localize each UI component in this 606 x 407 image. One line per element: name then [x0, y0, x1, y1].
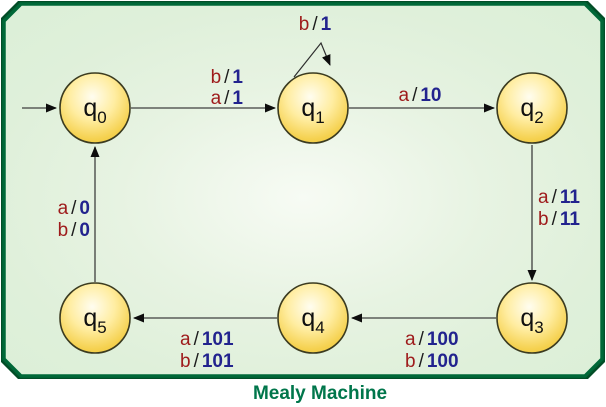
- state-q1-circle: [277, 72, 349, 144]
- output-symbol: 101: [202, 329, 234, 350]
- transition-q5-q0-label-1: a/0: [58, 198, 90, 219]
- transition-q4-q5-label-1: a/101: [180, 329, 234, 350]
- separator: /: [71, 198, 77, 219]
- separator: /: [312, 14, 318, 35]
- input-symbol: a: [211, 88, 222, 109]
- diagram-title: Mealy Machine: [253, 383, 387, 404]
- state-q0-label: q0: [83, 94, 106, 127]
- output-symbol: 0: [79, 220, 90, 241]
- separator: /: [552, 209, 558, 230]
- transition-q1-q2-label: a/10: [399, 85, 442, 106]
- input-symbol: a: [399, 85, 410, 106]
- transition-q4-q5-label-2: b/101: [180, 351, 234, 372]
- separator: /: [71, 220, 77, 241]
- state-q2-label: q2: [520, 94, 543, 127]
- output-symbol: 1: [232, 67, 243, 88]
- output-symbol: 11: [560, 209, 581, 230]
- state-q4: q4: [277, 282, 349, 354]
- separator: /: [552, 187, 558, 208]
- transition-q1-self-label: b/1: [299, 14, 332, 35]
- output-symbol: 1: [321, 14, 332, 35]
- state-q3: q3: [496, 282, 568, 354]
- state-q5: q5: [59, 282, 131, 354]
- transition-q3-q4-label-1: a/100: [405, 329, 459, 350]
- transition-q1-self-loop: [293, 41, 331, 78]
- transition-q2-q3-label-1: a/11: [538, 187, 580, 208]
- output-symbol: 100: [427, 351, 459, 372]
- input-symbol: b: [405, 351, 416, 372]
- input-symbol: b: [180, 351, 191, 372]
- input-symbol: a: [180, 329, 191, 350]
- separator: /: [194, 329, 200, 350]
- state-q3-label: q3: [520, 304, 543, 337]
- state-q0: q0: [59, 72, 131, 144]
- separator: /: [194, 351, 200, 372]
- input-symbol: a: [58, 198, 69, 219]
- input-symbol: a: [405, 329, 416, 350]
- transition-q0-q1-label-1: b/1: [211, 67, 244, 88]
- input-symbol: b: [58, 220, 69, 241]
- frame-border: [2, 2, 604, 378]
- separator: /: [419, 351, 425, 372]
- separator: /: [419, 329, 425, 350]
- output-symbol: 1: [232, 88, 243, 109]
- input-symbol: b: [538, 209, 549, 230]
- output-symbol: 100: [427, 329, 459, 350]
- separator: /: [224, 88, 230, 109]
- transition-q2-q3-label-2: b/11: [538, 209, 580, 230]
- state-q5-circle: [59, 282, 131, 354]
- output-symbol: 0: [79, 198, 90, 219]
- transition-q3-q4-label-2: b/100: [405, 351, 459, 372]
- separator: /: [412, 85, 418, 106]
- output-symbol: 101: [202, 351, 234, 372]
- transition-q5-q0-label-2: b/0: [58, 220, 90, 241]
- state-q4-label: q4: [301, 304, 324, 337]
- separator: /: [224, 67, 230, 88]
- state-q2-circle: [496, 72, 568, 144]
- state-q5-label: q5: [83, 304, 106, 337]
- transition-q0-q1-label-2: a/1: [211, 88, 244, 109]
- state-q3-circle: [496, 282, 568, 354]
- state-q2: q2: [496, 72, 568, 144]
- state-q1-label: q1: [301, 94, 324, 127]
- state-q4-circle: [277, 282, 349, 354]
- output-symbol: 10: [420, 85, 441, 106]
- input-symbol: b: [211, 67, 222, 88]
- state-q0-circle: [59, 72, 131, 144]
- state-q1: q1: [277, 72, 349, 144]
- input-symbol: a: [538, 187, 549, 208]
- output-symbol: 11: [560, 187, 581, 208]
- input-symbol: b: [299, 14, 310, 35]
